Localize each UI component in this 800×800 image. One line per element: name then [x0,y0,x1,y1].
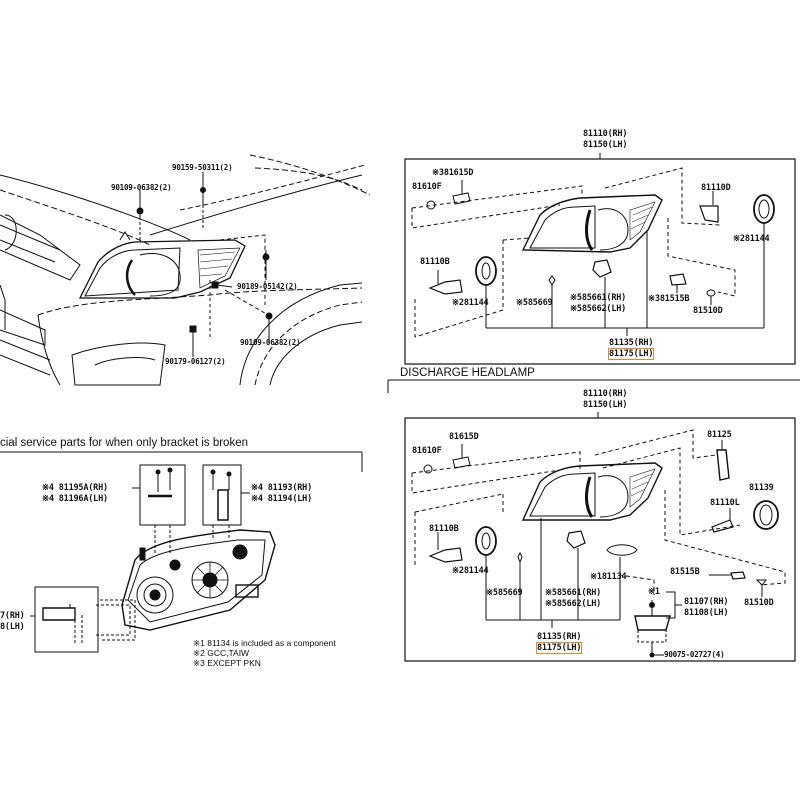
discharge-part-81510d[interactable]: 81510D [744,598,774,608]
bracket-81193-rh[interactable]: ※4 81193(RH) [251,483,313,493]
callout-90109-06382-bottom[interactable]: 90109-06382(2) [240,338,301,347]
discharge-housing-lh-label-highlighted[interactable]: 81175(LH) [535,642,583,654]
special-service-heading: cial service parts for when only bracket… [0,437,248,449]
part-81515b[interactable]: ※381515B [648,294,690,304]
part-81144-left[interactable]: ※281144 [452,298,489,308]
callout-90179-06127[interactable]: 90179-06127(2) [165,357,226,366]
discharge-part-81110l[interactable]: 81110L [710,498,740,508]
footnote-2: ※2 GCC,TAIW [193,648,250,658]
part-85661-rh[interactable]: ※585661(RH) [570,293,627,303]
discharge-part-85669[interactable]: ※585669 [486,588,523,598]
footnote-1: ※1 81134 is included as a component [193,638,336,648]
discharge-part-81107-rh[interactable]: 81107(RH) [684,597,729,607]
discharge-part-81108-lh[interactable]: 81108(LH) [684,608,729,618]
discharge-part-81515b[interactable]: 81515B [670,567,700,577]
housing-lh-label-highlighted[interactable]: 81175(LH) [607,348,655,360]
part-85669[interactable]: ※585669 [516,298,553,308]
callout-90109-06382-top[interactable]: 90109-06382(2) [111,183,172,192]
discharge-assembly-lh-label[interactable]: 81150(LH) [583,400,628,410]
discharge-part-81610f[interactable]: 81610F [412,446,442,456]
discharge-part-81144[interactable]: ※281144 [452,566,489,576]
discharge-part-81125[interactable]: 81125 [707,430,732,440]
discharge-part-81615d[interactable]: 81615D [449,432,479,442]
discharge-ballast-note-mark: ※1 [648,587,660,597]
special-service-frame [0,451,363,653]
footnote-3: ※3 EXCEPT PKN [193,658,261,668]
discharge-section-title: DISCHARGE HEADLAMP [400,367,535,379]
housing-rh-label[interactable]: 81135(RH) [609,338,654,348]
part-81510d[interactable]: 81510D [693,306,723,316]
assembly-lh-label[interactable]: 81150(LH) [583,140,628,150]
callout-90189-05142[interactable]: 90189-05142(2) [237,282,298,291]
part-81610f[interactable]: 81610F [412,182,442,192]
vehicle-front-illustration [0,154,371,386]
discharge-frame [404,412,796,662]
bracket-c-rh[interactable]: 7(RH) [0,611,25,621]
discharge-assembly-rh-label[interactable]: 81110(RH) [583,389,628,399]
bracket-c-lh[interactable]: 8(LH) [0,622,25,632]
discharge-part-85661-rh[interactable]: ※585661(RH) [545,588,602,598]
bracket-81194-lh[interactable]: ※4 81194(LH) [251,494,313,504]
assembly-rh-label[interactable]: 81110(RH) [583,129,628,139]
discharge-part-81134[interactable]: ※181134 [590,572,627,582]
discharge-part-85662-lh[interactable]: ※585662(LH) [545,599,602,609]
part-85662-lh[interactable]: ※585662(LH) [570,304,627,314]
discharge-part-81110b[interactable]: 81110B [429,524,459,534]
callout-90159-50311[interactable]: 90159-50311(2) [172,163,233,172]
part-81110b[interactable]: 81110B [420,257,450,267]
bracket-81196a-lh[interactable]: ※4 81196A(LH) [42,494,108,504]
bracket-81195a-rh[interactable]: ※4 81195A(RH) [42,483,108,493]
part-81615d[interactable]: ※381615D [432,168,474,178]
headlamp-frame [404,153,796,365]
discharge-part-90075-02727[interactable]: 90075-02727(4) [664,650,725,659]
discharge-part-81139[interactable]: 81139 [749,483,774,493]
part-81110d[interactable]: 81110D [701,183,731,193]
discharge-housing-rh-label[interactable]: 81135(RH) [537,632,582,642]
part-81144-right[interactable]: ※281144 [733,234,770,244]
